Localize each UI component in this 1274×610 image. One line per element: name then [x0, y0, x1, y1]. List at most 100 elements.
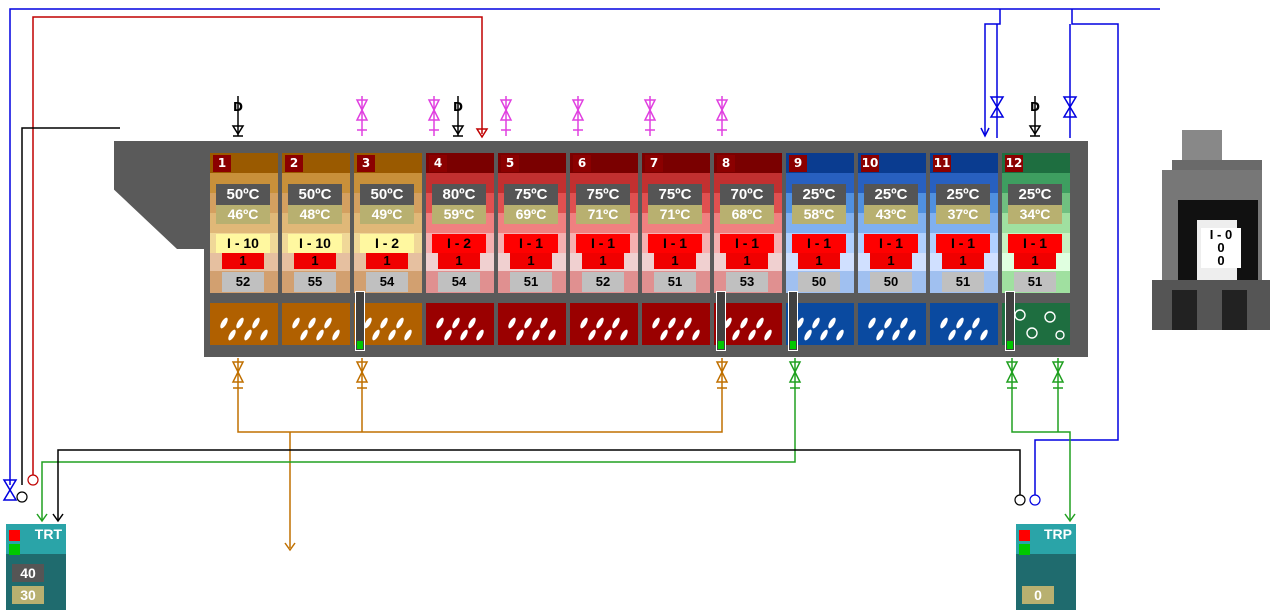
counter-value: 51 — [942, 272, 984, 292]
tank-trp-value2: 0 — [1022, 586, 1054, 604]
cell-number: 2 — [285, 155, 303, 172]
tank-trt-green-indicator — [9, 544, 20, 555]
tank-trp-red-indicator — [1019, 530, 1030, 541]
drops-icon — [570, 303, 638, 345]
step-number: 1 — [366, 253, 408, 269]
step-number: 1 — [870, 253, 912, 269]
counter-value: 52 — [222, 272, 264, 292]
press-display: I - 0 0 0 — [1201, 228, 1241, 268]
program-code: I - 2 — [360, 234, 414, 253]
counter-value: 51 — [654, 272, 696, 292]
cell-number: 4 — [429, 155, 447, 172]
setpoint-temperature: 25ºC — [792, 184, 846, 205]
step-number: 1 — [726, 253, 768, 269]
counter-value: 50 — [798, 272, 840, 292]
step-number: 1 — [510, 253, 552, 269]
step-number: 1 — [942, 253, 984, 269]
counter-value: 52 — [582, 272, 624, 292]
cell-number: 3 — [357, 155, 375, 172]
setpoint-temperature: 75ºC — [648, 184, 702, 205]
press-program: I - 0 — [1209, 227, 1233, 242]
counter-value: 53 — [726, 272, 768, 292]
inlet-valves — [355, 96, 729, 136]
actual-temperature: 69ºC — [504, 205, 558, 224]
counter-value: 54 — [438, 272, 480, 292]
tank-trp-green-indicator — [1019, 544, 1030, 555]
press-value-1: 0 — [1217, 240, 1225, 255]
drops-icon — [858, 303, 926, 345]
program-code: I - 1 — [864, 234, 918, 253]
dosing-arrows — [231, 96, 1042, 137]
tank-trt-name: TRT — [34, 526, 62, 542]
cell-number: 7 — [645, 155, 663, 172]
actual-temperature: 48ºC — [288, 205, 342, 224]
tank-trt-value2: 30 — [12, 586, 44, 604]
tank-trt-value1: 40 — [12, 564, 44, 582]
level-gauge-3 — [355, 291, 365, 351]
tank-trp[interactable]: TRP 0 — [1016, 524, 1076, 610]
return-pipes — [36, 358, 1076, 523]
level-gauge-8 — [716, 291, 726, 351]
counter-value: 55 — [294, 272, 336, 292]
dosing-label-2: D — [453, 100, 463, 114]
actual-temperature: 68ºC — [720, 205, 774, 224]
setpoint-temperature: 70ºC — [720, 184, 774, 205]
step-number: 1 — [654, 253, 696, 269]
step-number: 1 — [1014, 253, 1056, 269]
setpoint-temperature: 25ºC — [864, 184, 918, 205]
actual-temperature: 58ºC — [792, 205, 846, 224]
press-value-2: 0 — [1217, 253, 1225, 268]
tank-trt[interactable]: TRT 40 30 — [6, 524, 66, 610]
tank-trp-name: TRP — [1044, 526, 1072, 542]
program-code: I - 2 — [432, 234, 486, 253]
step-number: 1 — [222, 253, 264, 269]
setpoint-temperature: 50ºC — [216, 184, 270, 205]
cell-number: 5 — [501, 155, 519, 172]
cell-number: 10 — [861, 155, 879, 172]
program-code: I - 1 — [936, 234, 990, 253]
counter-value: 51 — [1014, 272, 1056, 292]
setpoint-temperature: 25ºC — [1008, 184, 1062, 205]
program-code: I - 1 — [648, 234, 702, 253]
actual-temperature: 71ºC — [576, 205, 630, 224]
program-code: I - 1 — [720, 234, 774, 253]
cell-number: 11 — [933, 155, 951, 172]
program-code: I - 10 — [216, 234, 270, 253]
blue-valves — [2, 24, 1078, 501]
drops-icon — [210, 303, 278, 345]
dosing-label-3: D — [1030, 100, 1040, 114]
step-number: 1 — [582, 253, 624, 269]
setpoint-temperature: 50ºC — [288, 184, 342, 205]
actual-temperature: 37ºC — [936, 205, 990, 224]
cell-number: 9 — [789, 155, 807, 172]
program-code: I - 1 — [576, 234, 630, 253]
actual-temperature: 49ºC — [360, 205, 414, 224]
step-number: 1 — [798, 253, 840, 269]
setpoint-temperature: 75ºC — [576, 184, 630, 205]
drain-pipes — [231, 358, 729, 552]
cell-number: 12 — [1005, 155, 1023, 172]
drops-icon — [426, 303, 494, 345]
program-code: I - 1 — [792, 234, 846, 253]
setpoint-temperature: 75ºC — [504, 184, 558, 205]
step-number: 1 — [438, 253, 480, 269]
level-gauge-12 — [1005, 291, 1015, 351]
setpoint-temperature: 80ºC — [432, 184, 486, 205]
program-code: I - 1 — [1008, 234, 1062, 253]
step-number: 1 — [294, 253, 336, 269]
cell-number: 8 — [717, 155, 735, 172]
dosing-label-1: D — [233, 100, 243, 114]
counter-value: 54 — [366, 272, 408, 292]
setpoint-temperature: 25ºC — [936, 184, 990, 205]
